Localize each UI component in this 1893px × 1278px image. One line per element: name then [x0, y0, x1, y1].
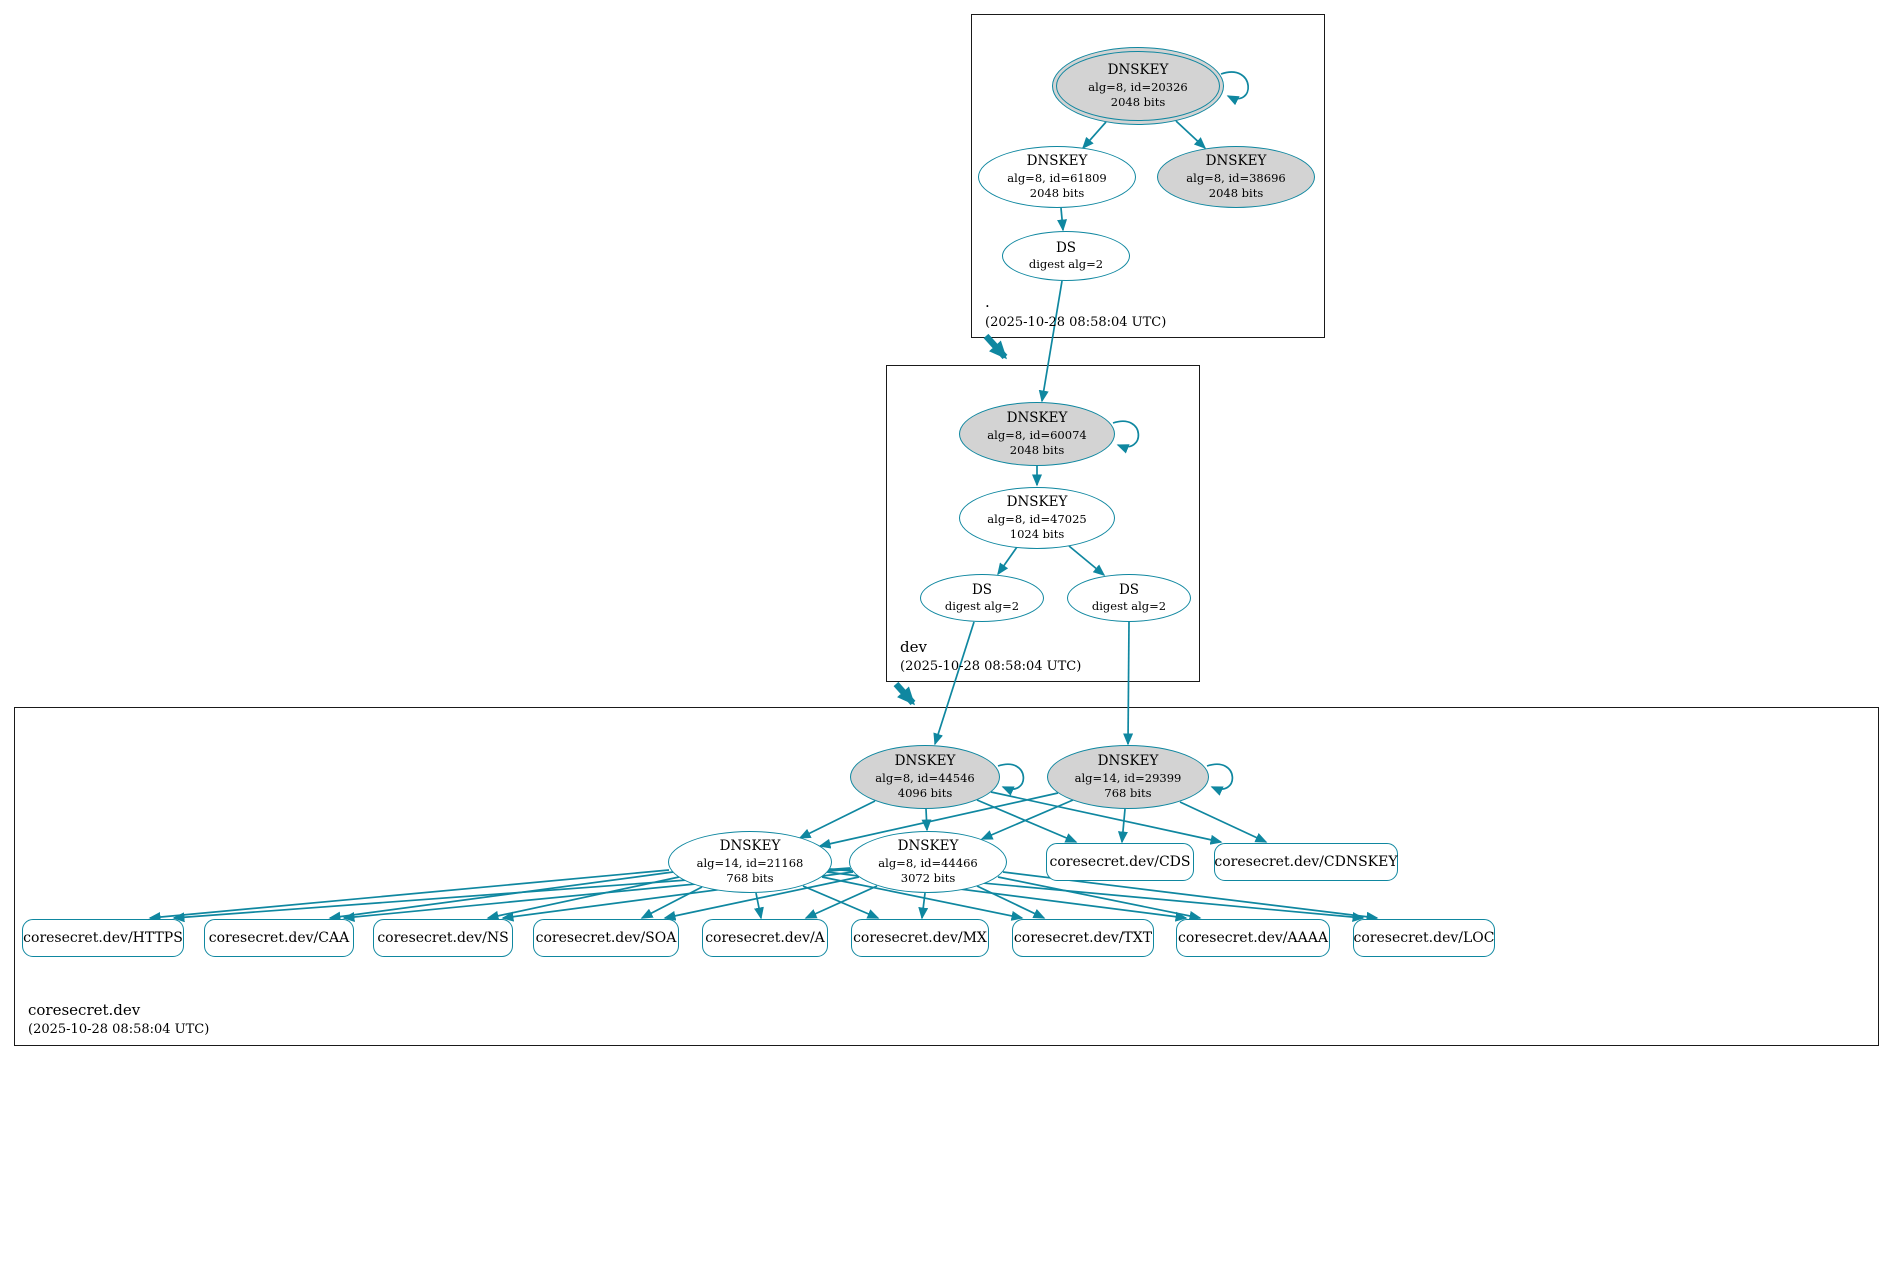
- rrset-txt: coresecret.dev/TXT: [1012, 919, 1154, 957]
- node-title: DS: [971, 581, 993, 598]
- node-detail: digest alg=2: [1091, 599, 1167, 614]
- node-detail: alg=14, id=21168: [696, 855, 804, 870]
- node-detail: alg=8, id=61809: [1007, 170, 1107, 185]
- node-detail: digest alg=2: [1028, 257, 1104, 272]
- zone-label-root: .: [985, 293, 990, 311]
- dnskey-node-dev-zsk-47025: DNSKEY alg=8, id=47025 1024 bits: [959, 487, 1115, 549]
- node-detail: digest alg=2: [944, 599, 1020, 614]
- ds-node-dev-right: DS digest alg=2: [1067, 574, 1191, 622]
- node-title: DNSKEY: [897, 838, 959, 855]
- rrset-cdnskey: coresecret.dev/CDNSKEY: [1214, 843, 1398, 881]
- node-detail: alg=8, id=47025: [987, 511, 1087, 526]
- zone-timestamp-coresecret: (2025-10-28 08:58:04 UTC): [28, 1022, 210, 1037]
- zone-timestamp-dev: (2025-10-28 08:58:04 UTC): [900, 659, 1082, 674]
- node-detail: 768 bits: [1104, 785, 1152, 800]
- dnskey-node-root-zsk-61809: DNSKEY alg=8, id=61809 2048 bits: [978, 146, 1136, 208]
- zone-label-coresecret: coresecret.dev: [28, 1001, 141, 1019]
- node-title: DNSKEY: [1006, 494, 1068, 511]
- node-title: DNSKEY: [1026, 153, 1088, 170]
- node-detail: alg=8, id=44546: [875, 770, 975, 785]
- node-title: DNSKEY: [1107, 62, 1169, 79]
- node-title: DNSKEY: [1205, 153, 1267, 170]
- rrset-ns: coresecret.dev/NS: [373, 919, 513, 957]
- node-detail: alg=8, id=38696: [1186, 170, 1286, 185]
- dnskey-node-dev-ksk-60074: DNSKEY alg=8, id=60074 2048 bits: [959, 402, 1115, 466]
- dnskey-node-root-38696: DNSKEY alg=8, id=38696 2048 bits: [1157, 146, 1315, 208]
- rrset-loc: coresecret.dev/LOC: [1353, 919, 1495, 957]
- node-detail: 2048 bits: [1110, 94, 1166, 109]
- rrset-https: coresecret.dev/HTTPS: [22, 919, 184, 957]
- node-title: DNSKEY: [894, 753, 956, 770]
- rrset-aaaa: coresecret.dev/AAAA: [1176, 919, 1330, 957]
- node-detail: 3072 bits: [900, 870, 956, 885]
- node-detail: alg=14, id=29399: [1074, 770, 1182, 785]
- node-detail: 1024 bits: [1009, 526, 1065, 541]
- node-detail: alg=8, id=60074: [987, 427, 1087, 442]
- ds-node-root: DS digest alg=2: [1002, 231, 1130, 281]
- node-title: DNSKEY: [719, 838, 781, 855]
- node-title: DS: [1055, 239, 1077, 256]
- node-detail: 2048 bits: [1029, 185, 1085, 200]
- node-detail: alg=8, id=20326: [1088, 79, 1188, 94]
- dnskey-node-cs-zsk-21168: DNSKEY alg=14, id=21168 768 bits: [668, 831, 832, 893]
- edge-delegation-dev-to-coresecret: [893, 681, 916, 706]
- ds-node-dev-left: DS digest alg=2: [920, 574, 1044, 622]
- rrset-caa: coresecret.dev/CAA: [204, 919, 354, 957]
- rrset-cds: coresecret.dev/CDS: [1046, 843, 1194, 881]
- rrset-mx: coresecret.dev/MX: [851, 919, 989, 957]
- node-detail: 768 bits: [726, 870, 774, 885]
- zone-label-dev: dev: [900, 638, 927, 656]
- node-title: DS: [1118, 581, 1140, 598]
- node-detail: alg=8, id=44466: [878, 855, 978, 870]
- dnskey-node-cs-zsk-44466: DNSKEY alg=8, id=44466 3072 bits: [849, 831, 1007, 893]
- zone-timestamp-root: (2025-10-28 08:58:04 UTC): [985, 315, 1167, 330]
- node-detail: 2048 bits: [1208, 185, 1264, 200]
- dnskey-node-cs-ksk-44546: DNSKEY alg=8, id=44546 4096 bits: [850, 745, 1000, 809]
- rrset-a: coresecret.dev/A: [702, 919, 828, 957]
- node-detail: 2048 bits: [1009, 442, 1065, 457]
- rrset-soa: coresecret.dev/SOA: [533, 919, 679, 957]
- dnskey-node-cs-ksk-29399: DNSKEY alg=14, id=29399 768 bits: [1047, 745, 1209, 809]
- edge-delegation-root-to-dev: [983, 333, 1008, 360]
- node-title: DNSKEY: [1006, 410, 1068, 427]
- dnskey-node-root-ksk-20326: DNSKEY alg=8, id=20326 2048 bits: [1052, 47, 1224, 125]
- node-title: DNSKEY: [1097, 753, 1159, 770]
- node-detail: 4096 bits: [897, 785, 953, 800]
